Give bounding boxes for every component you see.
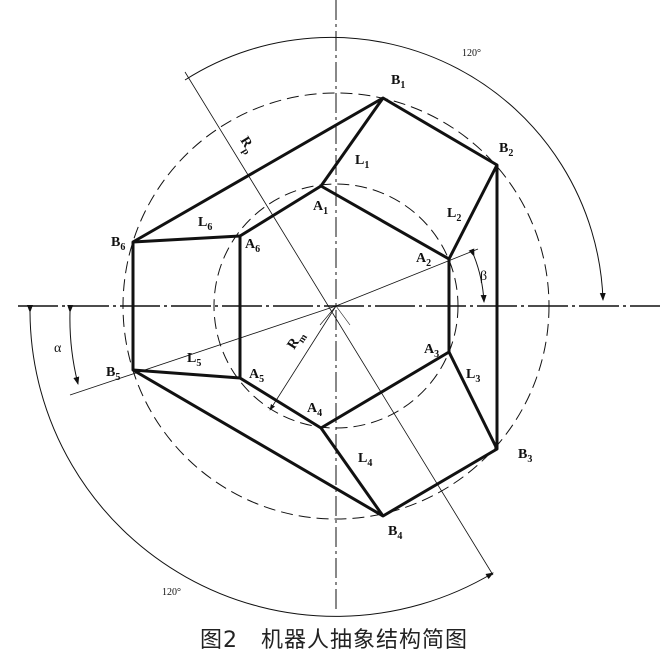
label-l4: L4	[358, 451, 372, 469]
inner-hexagon-a	[238, 184, 451, 430]
label-a1: A1	[313, 199, 328, 217]
outer-hexagon-b	[131, 96, 499, 518]
label-b4: B4	[388, 524, 402, 542]
label-lower-120: 120°	[162, 587, 181, 598]
label-a6: A6	[245, 237, 260, 255]
link-l6	[132, 234, 241, 244]
rm-radius-line	[269, 305, 337, 411]
label-l1: L1	[355, 153, 369, 171]
label-b5: B5	[106, 365, 120, 383]
link-l1	[319, 97, 385, 187]
beta-ref-line	[335, 248, 479, 307]
label-b6: B6	[111, 235, 125, 253]
label-b3: B3	[518, 447, 532, 465]
beta-arc	[468, 248, 487, 303]
label-b2: B2	[499, 141, 513, 159]
rp-axis-line	[184, 71, 494, 576]
upper-120-arc	[184, 36, 606, 301]
label-a5: A5	[249, 367, 264, 385]
label-l2: L2	[447, 206, 461, 224]
label-alpha: α	[54, 341, 62, 356]
link-l3	[447, 351, 499, 450]
link-l5	[132, 368, 241, 380]
label-b1: B1	[391, 73, 405, 91]
label-a2: A2	[416, 251, 431, 269]
lower-120-arc	[26, 304, 494, 617]
label-upper-120: 120°	[462, 48, 481, 59]
label-rm: Rm	[285, 328, 311, 354]
link-l4	[319, 427, 385, 517]
label-l5: L5	[187, 351, 201, 369]
label-l6: L6	[198, 215, 212, 233]
figure-caption: 图2 机器人抽象结构简图	[200, 628, 468, 653]
label-l3: L3	[466, 367, 480, 385]
label-rp: Rp	[234, 134, 258, 157]
label-beta: β	[480, 269, 487, 284]
label-a3: A3	[424, 342, 439, 360]
label-a4: A4	[307, 401, 322, 419]
link-l2	[447, 164, 499, 260]
alpha-arc	[67, 304, 80, 385]
